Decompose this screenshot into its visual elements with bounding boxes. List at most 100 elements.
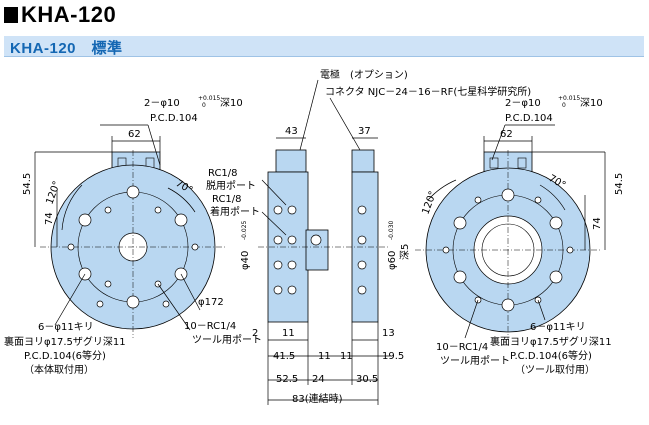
port-hole: [566, 246, 574, 254]
mid-dim-11c: 11: [340, 351, 353, 362]
mid-port: [357, 285, 367, 295]
left-front-view: [34, 124, 226, 338]
left-rc-line1: 10－RC1/4: [184, 321, 236, 332]
port-hole: [96, 300, 104, 308]
port-hole: [104, 280, 112, 288]
mount-hole: [174, 213, 188, 227]
port-hole: [191, 243, 199, 251]
leader-line: [299, 79, 319, 151]
mount-hole: [549, 270, 563, 284]
page-title: KHA-120: [4, 2, 116, 28]
port-hole: [474, 196, 482, 204]
left-holes-line4: （本体取付用）: [24, 363, 94, 376]
right-holes-line3: P.C.D.104(6等分): [510, 349, 592, 362]
mount-hole: [78, 213, 92, 227]
mid-rc18b: RC1/8: [212, 194, 242, 205]
right-mounting-holes: [442, 188, 574, 312]
mid-connector-b: [351, 149, 375, 173]
leader-line: [261, 179, 287, 206]
right-front-view: [415, 124, 606, 340]
mid-electrode-line1: 電極 (オプション): [320, 68, 408, 81]
leader-line: [329, 97, 361, 151]
angle-arc-120: [427, 179, 457, 201]
mid-port: [357, 235, 367, 245]
right-pin-label: 2－φ10: [505, 98, 541, 109]
mid-rc18a-sub: 脱用ポート: [206, 179, 256, 192]
leader-line: [147, 124, 161, 166]
right-rc-line1: 10－RC1/4: [436, 342, 488, 353]
left-dia-172: φ172: [198, 297, 224, 308]
middle-side-views: [258, 79, 390, 405]
angle-arc-70: [167, 187, 196, 213]
left-pin-label: 2－φ10: [144, 98, 180, 109]
leader-line: [180, 273, 201, 311]
right-dim-74: 74: [592, 217, 603, 230]
mid-dim-43: 43: [285, 126, 298, 137]
left-mounting-holes: [67, 185, 199, 309]
mid-rc18a: RC1/8: [208, 168, 238, 179]
section-subtitle: KHA-120 標準: [10, 40, 123, 57]
leader-line: [464, 299, 479, 339]
left-pin-tol-sub: 0: [202, 102, 206, 109]
leader-line: [491, 124, 506, 161]
mid-dim-305: 30.5: [356, 374, 378, 385]
leader-line: [261, 211, 287, 236]
right-dim-545: 54.5: [614, 173, 625, 195]
right-holes-line1: 6－φ11キリ: [530, 322, 586, 333]
mid-port: [273, 285, 283, 295]
mid-dim-415: 41.5: [273, 351, 295, 362]
mid-dim-24: 24: [312, 374, 325, 385]
mount-hole: [549, 216, 563, 230]
right-pin-tol-sub: 0: [562, 102, 566, 109]
left-holes-line1: 6－φ11キリ: [38, 322, 94, 333]
mount-hole: [453, 216, 467, 230]
right-pin-depth: 深10: [580, 97, 603, 109]
leader-line: [537, 299, 546, 321]
mid-phi60-tol: -0.030: [388, 220, 395, 240]
mid-phi40-tol: -0.025: [241, 220, 248, 240]
mid-phi60: φ60: [387, 251, 398, 270]
mid-phi40: φ40: [240, 251, 251, 270]
left-dim-74: 74: [44, 212, 55, 225]
mid-connector-a: [275, 149, 307, 173]
right-holes-line2: 裏面ヨリφ17.5ザグリ深11: [490, 335, 612, 348]
left-pcd: P.C.D.104: [150, 113, 198, 124]
mid-dim-13: 13: [382, 328, 395, 339]
left-holes-line2: 裏面ヨリφ17.5ザグリ深11: [4, 335, 126, 348]
mid-dim-195: 19.5: [382, 351, 404, 362]
right-connector-pin: [517, 157, 527, 169]
left-rc-line2: ツール用ポート: [192, 334, 262, 346]
right-pcd: P.C.D.104: [505, 113, 553, 124]
mid-port: [287, 205, 297, 215]
mount-hole: [126, 295, 140, 309]
port-hole: [534, 196, 542, 204]
left-dim-545: 54.5: [22, 173, 33, 195]
left-pin-depth: 深10: [220, 97, 243, 109]
mount-hole: [501, 188, 515, 202]
port-hole: [442, 246, 450, 254]
left-pin-tol-sup: +0.015: [198, 95, 220, 102]
right-pin-tol-sup: +0.015: [558, 95, 580, 102]
port-hole: [154, 206, 162, 214]
square-bullet-icon: [4, 7, 18, 23]
section-band: KHA-120 標準: [4, 36, 644, 57]
right-connector-pin: [489, 157, 499, 169]
mid-electrode-line2: コネクタ NJC－24－16－RF(七星科学研究所): [325, 85, 531, 98]
mid-dim-83: 83(連結時): [292, 392, 343, 405]
left-angle-120: 120°: [44, 180, 63, 206]
mid-boss-hole: [310, 234, 322, 246]
right-holes-line4: （ツール取付用）: [515, 363, 595, 376]
port-hole: [67, 243, 75, 251]
port-hole: [104, 206, 112, 214]
angle-arc-70: [539, 184, 566, 211]
leader-line: [157, 283, 191, 331]
mid-rc18b-sub: 着用ポート: [210, 205, 260, 218]
mount-hole: [126, 185, 140, 199]
mid-dim-11a: 11: [282, 328, 295, 339]
leader-line: [54, 273, 86, 326]
port-hole: [162, 300, 170, 308]
left-dim-62: 62: [128, 129, 141, 140]
mid-port: [287, 285, 297, 295]
mid-port: [273, 205, 283, 215]
